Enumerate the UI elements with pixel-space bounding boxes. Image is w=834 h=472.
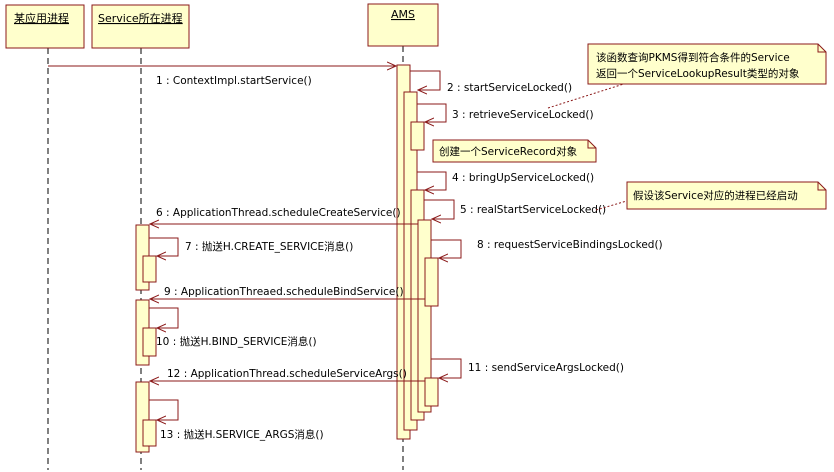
svg-text:13 : 抛送H.SERVICE_ARGS消息(): 13 : 抛送H.SERVICE_ARGS消息() — [160, 428, 324, 441]
message-4: 4 : bringUpServiceLocked() — [417, 171, 594, 190]
participant-svc-label: Service所在进程 — [98, 12, 183, 25]
participant-app-label: 某应用进程 — [14, 11, 69, 25]
participant-svc: Service所在进程 — [91, 4, 190, 49]
note-2: 创建一个ServiceRecord对象 — [432, 139, 597, 163]
svg-text:12 : ApplicationThread.schedul: 12 : ApplicationThread.scheduleServiceAr… — [167, 368, 407, 380]
message-8: 8 : requestServiceBindingsLocked() — [431, 239, 663, 258]
note-1: 该函数查询PKMS得到符合条件的Service 返回一个ServiceLooku… — [547, 43, 827, 109]
participant-ams-label: AMS — [391, 8, 415, 21]
svc-activations — [135, 224, 157, 453]
note-3: 假设该Service对应的进程已经启动 — [595, 181, 827, 211]
message-11: 11 : sendServiceArgsLocked() — [431, 358, 624, 378]
svg-text:10 : 抛送H.BIND_SERVICE消息(): 10 : 抛送H.BIND_SERVICE消息() — [156, 335, 317, 348]
message-10: 10 : 抛送H.BIND_SERVICE消息() — [149, 307, 317, 348]
message-6: 6 : ApplicationThread.scheduleCreateServ… — [150, 207, 418, 224]
message-3: 3 : retrieveServiceLocked() — [417, 103, 594, 122]
participant-app: 某应用进程 — [5, 4, 85, 49]
svg-text:1 : ContextImpl.startService(): 1 : ContextImpl.startService() — [156, 75, 312, 87]
svg-text:假设该Service对应的进程已经启动: 假设该Service对应的进程已经启动 — [633, 189, 798, 202]
svg-text:8 : requestServiceBindingsLock: 8 : requestServiceBindingsLocked() — [477, 239, 663, 251]
message-7: 7 : 抛送H.CREATE_SERVICE消息() — [149, 237, 353, 256]
svg-text:创建一个ServiceRecord对象: 创建一个ServiceRecord对象 — [439, 145, 577, 158]
message-2: 2 : startServiceLocked() — [410, 70, 572, 94]
svg-text:4 : bringUpServiceLocked(): 4 : bringUpServiceLocked() — [452, 172, 594, 184]
svg-text:11 : sendServiceArgsLocked(): 11 : sendServiceArgsLocked() — [468, 362, 624, 374]
svg-text:3 : retrieveServiceLocked(): 3 : retrieveServiceLocked() — [452, 109, 594, 121]
svg-text:9 : ApplicationThreaed.schedul: 9 : ApplicationThreaed.scheduleBindServi… — [164, 286, 404, 298]
message-13: 13 : 抛送H.SERVICE_ARGS消息() — [149, 399, 324, 441]
ams-activations — [396, 64, 439, 440]
svg-text:5 : realStartServiceLocked(): 5 : realStartServiceLocked() — [460, 204, 606, 216]
svg-text:返回一个ServiceLookupResult类型的对象: 返回一个ServiceLookupResult类型的对象 — [596, 67, 799, 80]
svg-text:2 : startServiceLocked(): 2 : startServiceLocked() — [447, 82, 572, 94]
message-9: 9 : ApplicationThreaed.scheduleBindServi… — [150, 286, 425, 299]
message-1: 1 : ContextImpl.startService() — [48, 66, 396, 87]
participant-ams: AMS — [367, 3, 439, 47]
svg-text:该函数查询PKMS得到符合条件的Service: 该函数查询PKMS得到符合条件的Service — [596, 51, 790, 64]
message-12: 12 : ApplicationThread.scheduleServiceAr… — [150, 368, 425, 381]
svg-text:6 : ApplicationThread.schedule: 6 : ApplicationThread.scheduleCreateServ… — [156, 207, 401, 219]
svg-text:7 : 抛送H.CREATE_SERVICE消息(): 7 : 抛送H.CREATE_SERVICE消息() — [185, 240, 353, 253]
message-5: 5 : realStartServiceLocked() — [424, 199, 606, 219]
